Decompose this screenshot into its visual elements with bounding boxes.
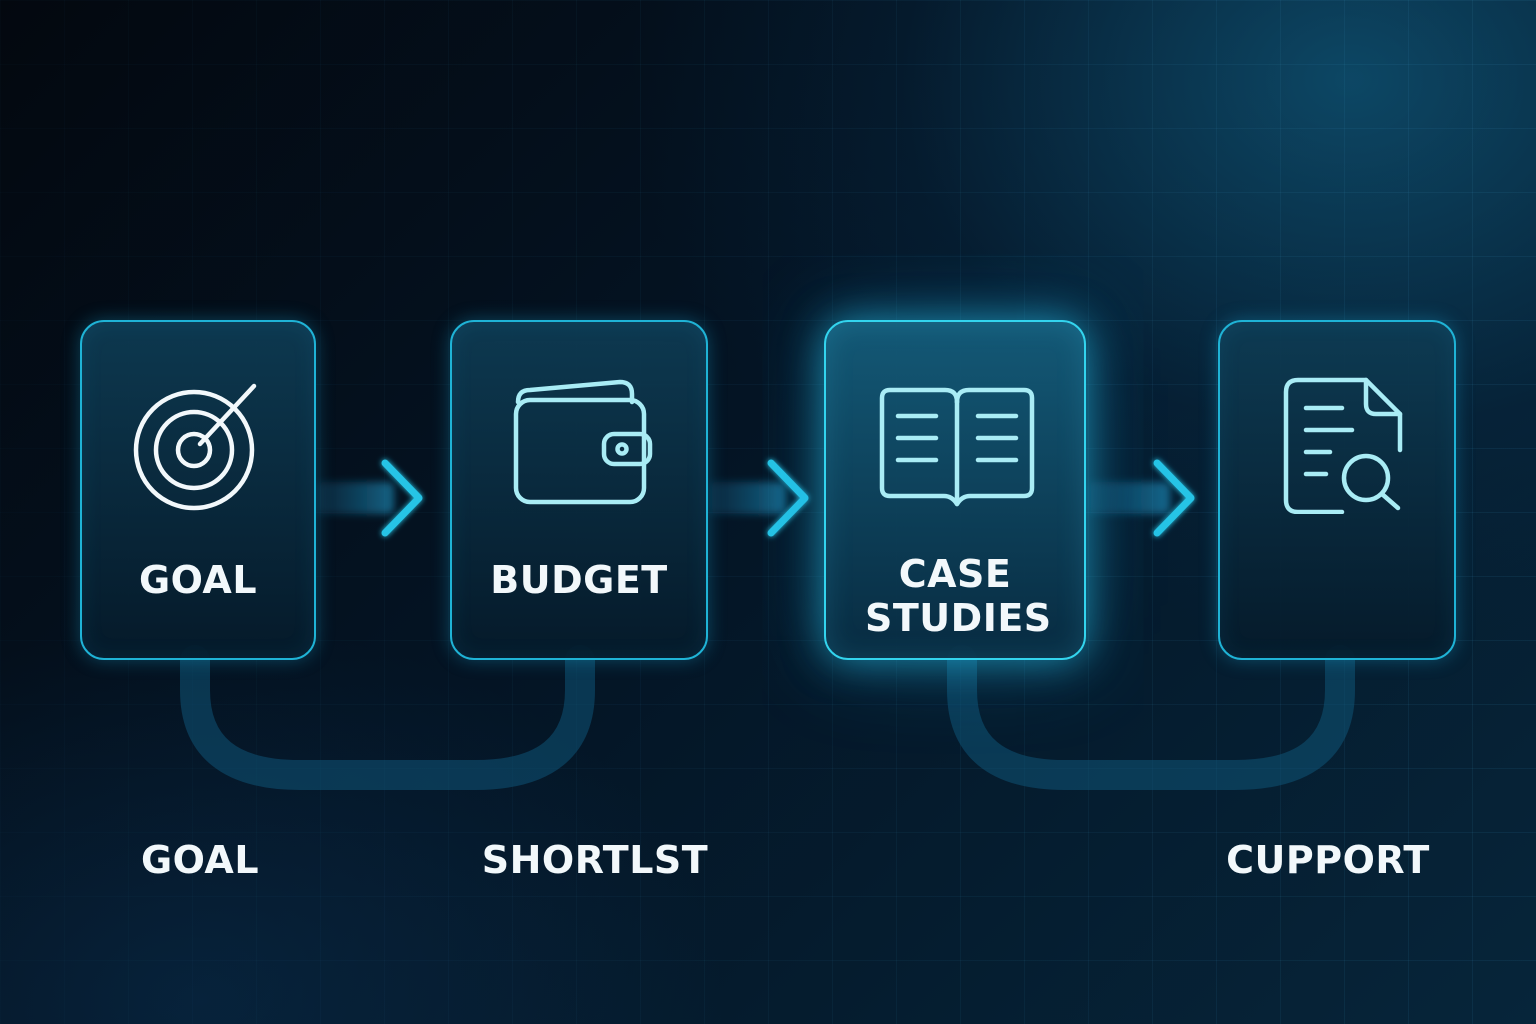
wallet-icon [513, 379, 653, 505]
loop-connector-1 [180, 645, 595, 790]
step-card-case-studies: CASE STUDIES [824, 320, 1086, 660]
bottom-label-shortlist: SHORTLST [481, 838, 709, 882]
arrow-icon [381, 459, 423, 537]
step-card-goal: GOAL [80, 320, 316, 660]
step-card-budget: BUDGET [450, 320, 708, 660]
open-book-icon [879, 387, 1035, 507]
bottom-label-support: CUPPORT [1226, 838, 1430, 882]
flow-bar-1 [316, 482, 394, 514]
loop-connector-2 [947, 645, 1355, 790]
step-label: GOAL [138, 558, 258, 602]
target-icon [133, 383, 257, 511]
arrow-icon [767, 459, 809, 537]
step-card-support [1218, 320, 1456, 660]
bottom-label-goal: GOAL [140, 838, 260, 882]
arrow-icon [1153, 459, 1195, 537]
flow-bar-2 [708, 482, 786, 514]
document-search-icon [1283, 377, 1403, 514]
flow-bar-3 [1086, 482, 1170, 514]
step-label: BUDGET [490, 558, 668, 602]
step-label: CASE STUDIES [865, 552, 1052, 640]
